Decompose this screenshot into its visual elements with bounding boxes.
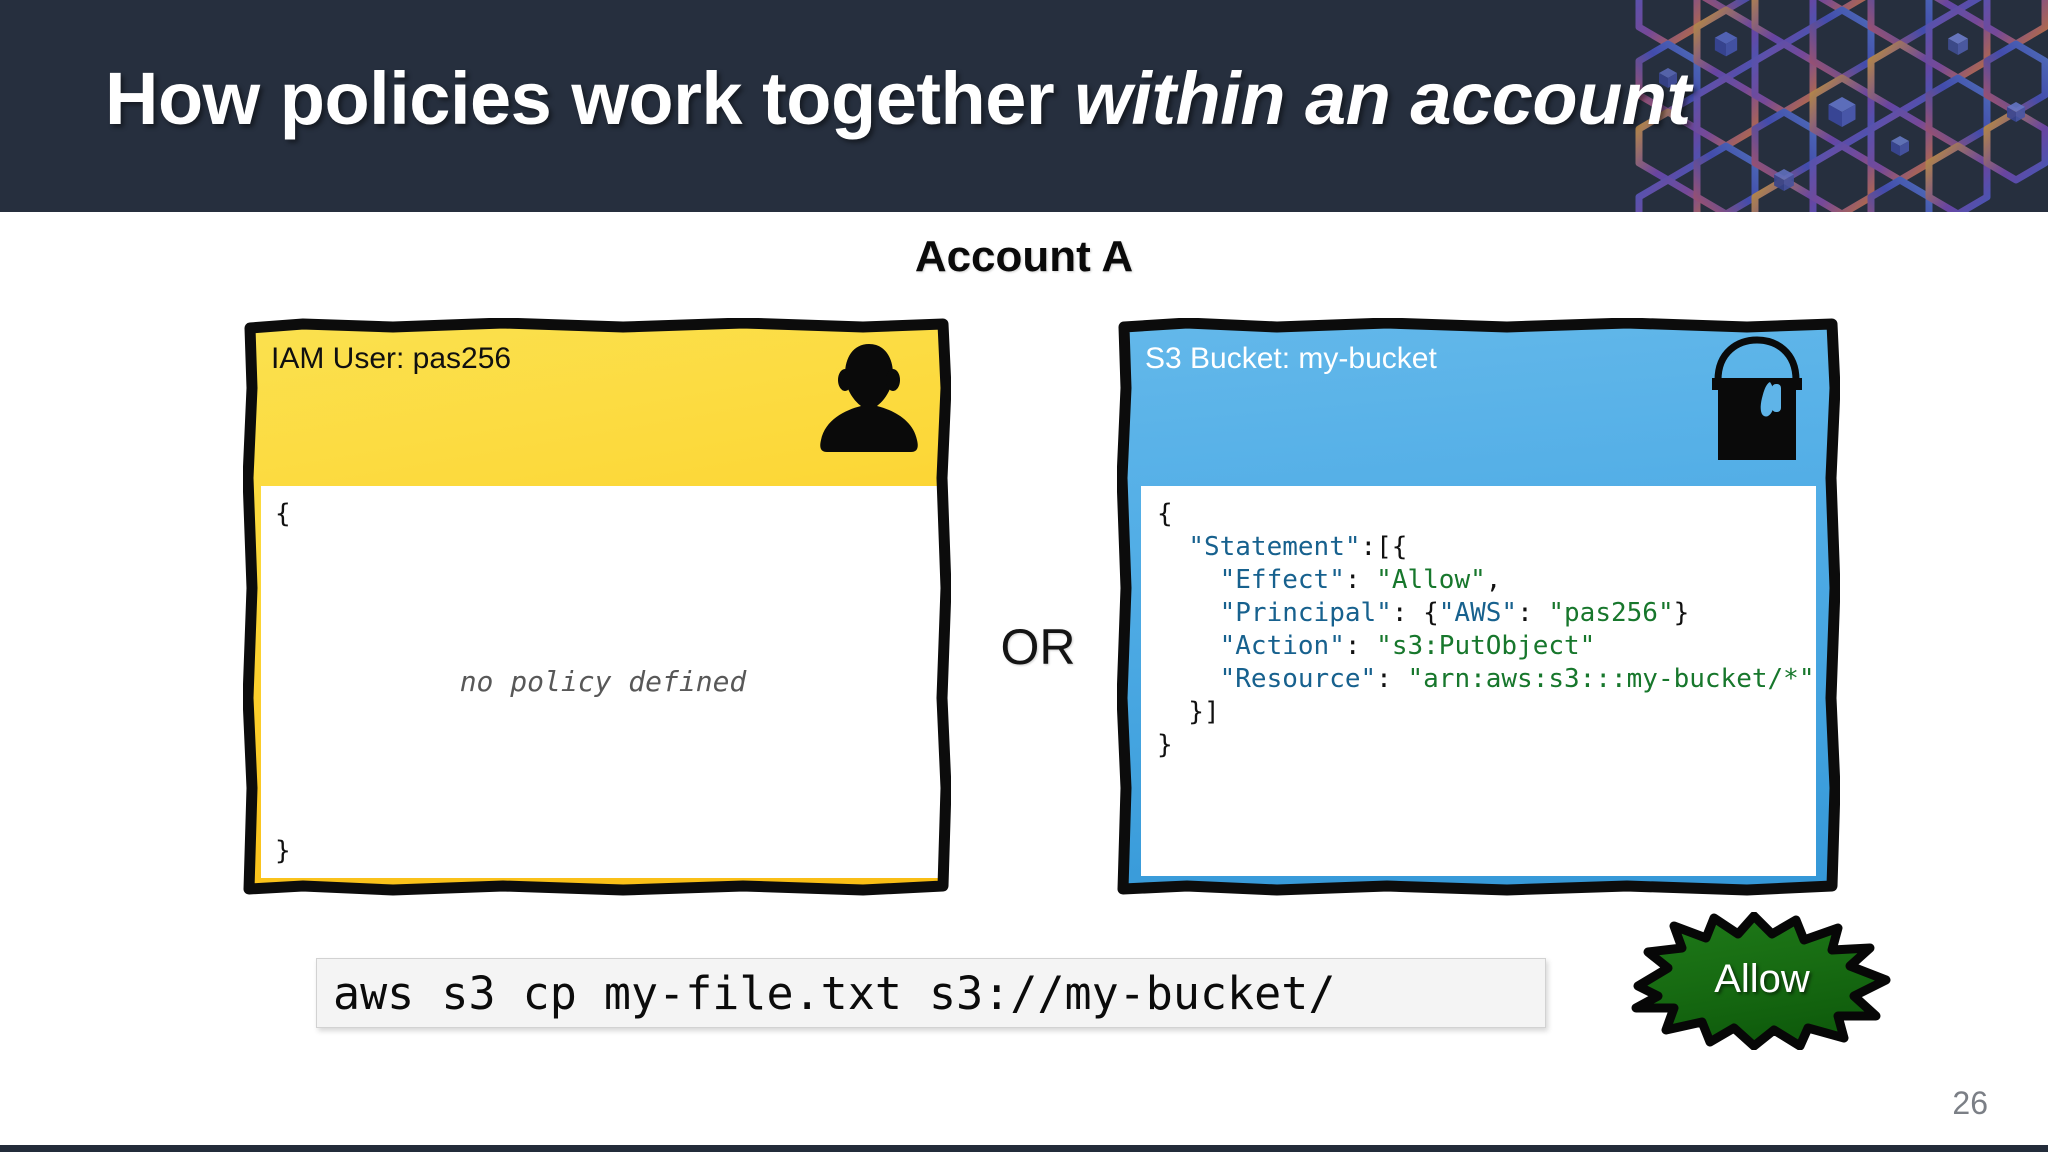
or-operator-label: OR xyxy=(1000,619,1076,675)
policy-token-punct xyxy=(1157,664,1220,694)
policy-token-val: "Allow" xyxy=(1376,565,1486,596)
policy-token-punct: } xyxy=(1157,730,1173,761)
s3-bucket-label: S3 Bucket: my-bucket xyxy=(1145,342,1437,375)
policy-code-line: "Principal": {"AWS": "pas256"} xyxy=(1157,597,1816,630)
policy-token-punct: } xyxy=(1673,598,1690,629)
allow-badge-label: Allow xyxy=(1714,956,1810,1001)
paint-bucket-icon xyxy=(1712,336,1802,460)
policy-token-key: "AWS" xyxy=(1438,598,1518,629)
policy-code-line: "Effect": "Allow", xyxy=(1157,564,1816,597)
policy-code-lines: { "Statement":[{ "Effect": "Allow", "Pri… xyxy=(1157,498,1816,762)
aws-cli-command-text: aws s3 cp my-file.txt s3://my-bucket/ xyxy=(333,966,1336,1020)
policy-token-punct: :[{ xyxy=(1360,532,1408,563)
policy-token-punct: : xyxy=(1517,598,1549,629)
policy-code-line: { xyxy=(1157,498,1816,531)
policy-token-key: "Principal" xyxy=(1219,598,1392,629)
iam-user-policy-panel: { no policy defined } xyxy=(261,486,945,878)
policy-code-line: "Action": "s3:PutObject" xyxy=(1157,630,1816,663)
starburst-shape-icon xyxy=(1631,911,1891,1051)
policy-token-key: "Action" xyxy=(1219,631,1345,662)
policy-code-line: "Statement":[{ xyxy=(1157,531,1816,564)
policy-code-line: }] xyxy=(1157,696,1816,729)
slide-header: How policies work together within an acc… xyxy=(0,0,2048,212)
policy-code-line: "Resource": "arn:aws:s3:::my-bucket/*" xyxy=(1157,663,1816,696)
policy-token-punct: }] xyxy=(1157,697,1220,728)
account-title: Account A xyxy=(914,232,1134,281)
no-policy-note: no policy defined xyxy=(459,665,747,699)
aws-cli-command-bar: aws s3 cp my-file.txt s3://my-bucket/ xyxy=(316,958,1546,1028)
person-silhouette-icon xyxy=(820,344,918,452)
footer-bar xyxy=(0,1145,2048,1152)
result-badge-allow: Allow xyxy=(1630,911,1894,1051)
policy-token-key: "Effect" xyxy=(1219,565,1345,596)
policy-token-punct: : { xyxy=(1391,598,1439,629)
page-number: 26 xyxy=(1952,1085,1988,1121)
policy-token-punct xyxy=(1157,565,1220,595)
policy-token-punct xyxy=(1157,598,1220,628)
policy-token-val: "pas256" xyxy=(1548,598,1674,629)
s3-bucket-policy-panel: { "Statement":[{ "Effect": "Allow", "Pri… xyxy=(1141,486,1816,876)
policy-token-punct: , xyxy=(1485,565,1502,596)
policy-token-punct xyxy=(1157,631,1220,661)
policy-token-punct: : xyxy=(1344,631,1377,662)
slide-title-emphasis: within an account xyxy=(1074,57,1691,140)
policy-close-brace: } xyxy=(275,835,291,866)
policy-token-key: "Statement" xyxy=(1188,532,1361,563)
policy-open-brace: { xyxy=(275,499,291,529)
slide-title: How policies work together within an acc… xyxy=(105,56,1691,141)
policy-token-val: "arn:aws:s3:::my-bucket/*" xyxy=(1407,664,1815,695)
iam-user-label: IAM User: pas256 xyxy=(271,342,512,375)
policy-token-key: "Resource" xyxy=(1219,664,1377,695)
s3-bucket-box: S3 Bucket: my-bucket { "Statement":[{ "E… xyxy=(1117,318,1840,896)
policy-token-punct: { xyxy=(1157,499,1173,529)
iam-user-box: IAM User: pas256 { no policy defined } xyxy=(243,318,951,896)
policy-token-val: "s3:PutObject" xyxy=(1376,631,1596,662)
policy-token-punct: : xyxy=(1376,664,1408,695)
policy-token-punct: : xyxy=(1344,565,1377,596)
slide-title-main: How policies work together xyxy=(105,57,1075,140)
hex-cube-pattern-icon xyxy=(1628,0,2048,212)
policy-token-punct xyxy=(1157,532,1188,562)
policy-code-line: } xyxy=(1157,729,1816,762)
